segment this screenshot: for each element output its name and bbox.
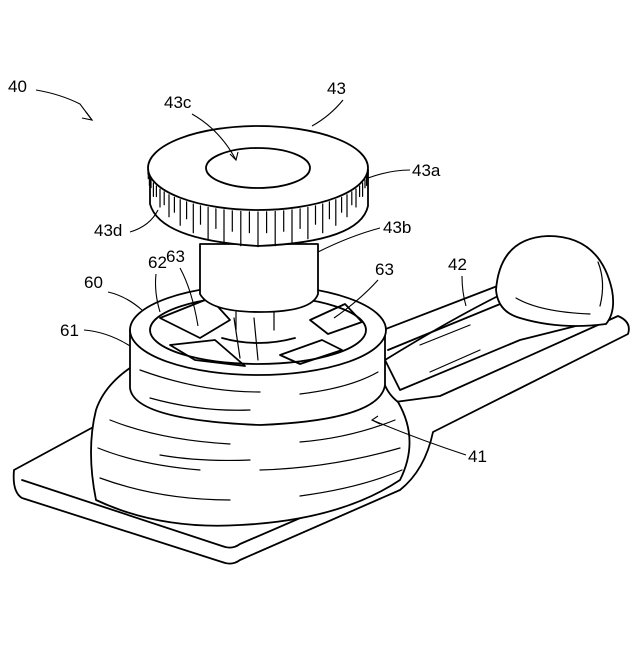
arrow-40 [82, 112, 92, 120]
label-43d: 43d [94, 221, 122, 240]
leader-43a [368, 170, 410, 178]
leader-61 [84, 330, 130, 346]
label-63-right: 63 [375, 260, 394, 279]
label-42: 42 [448, 255, 467, 274]
label-41: 41 [468, 447, 487, 466]
leader-43 [312, 100, 343, 126]
label-43a: 43a [412, 161, 441, 180]
leader-60 [108, 292, 142, 310]
leader-42 [462, 276, 466, 306]
label-43b: 43b [383, 218, 411, 237]
label-60: 60 [84, 273, 103, 292]
leader-40 [36, 90, 92, 120]
label-40: 40 [8, 77, 27, 96]
label-43c: 43c [164, 93, 192, 112]
label-63-left: 63 [166, 247, 185, 266]
dome [496, 236, 613, 326]
label-61: 61 [60, 321, 79, 340]
label-62: 62 [148, 253, 167, 272]
label-43: 43 [327, 79, 346, 98]
